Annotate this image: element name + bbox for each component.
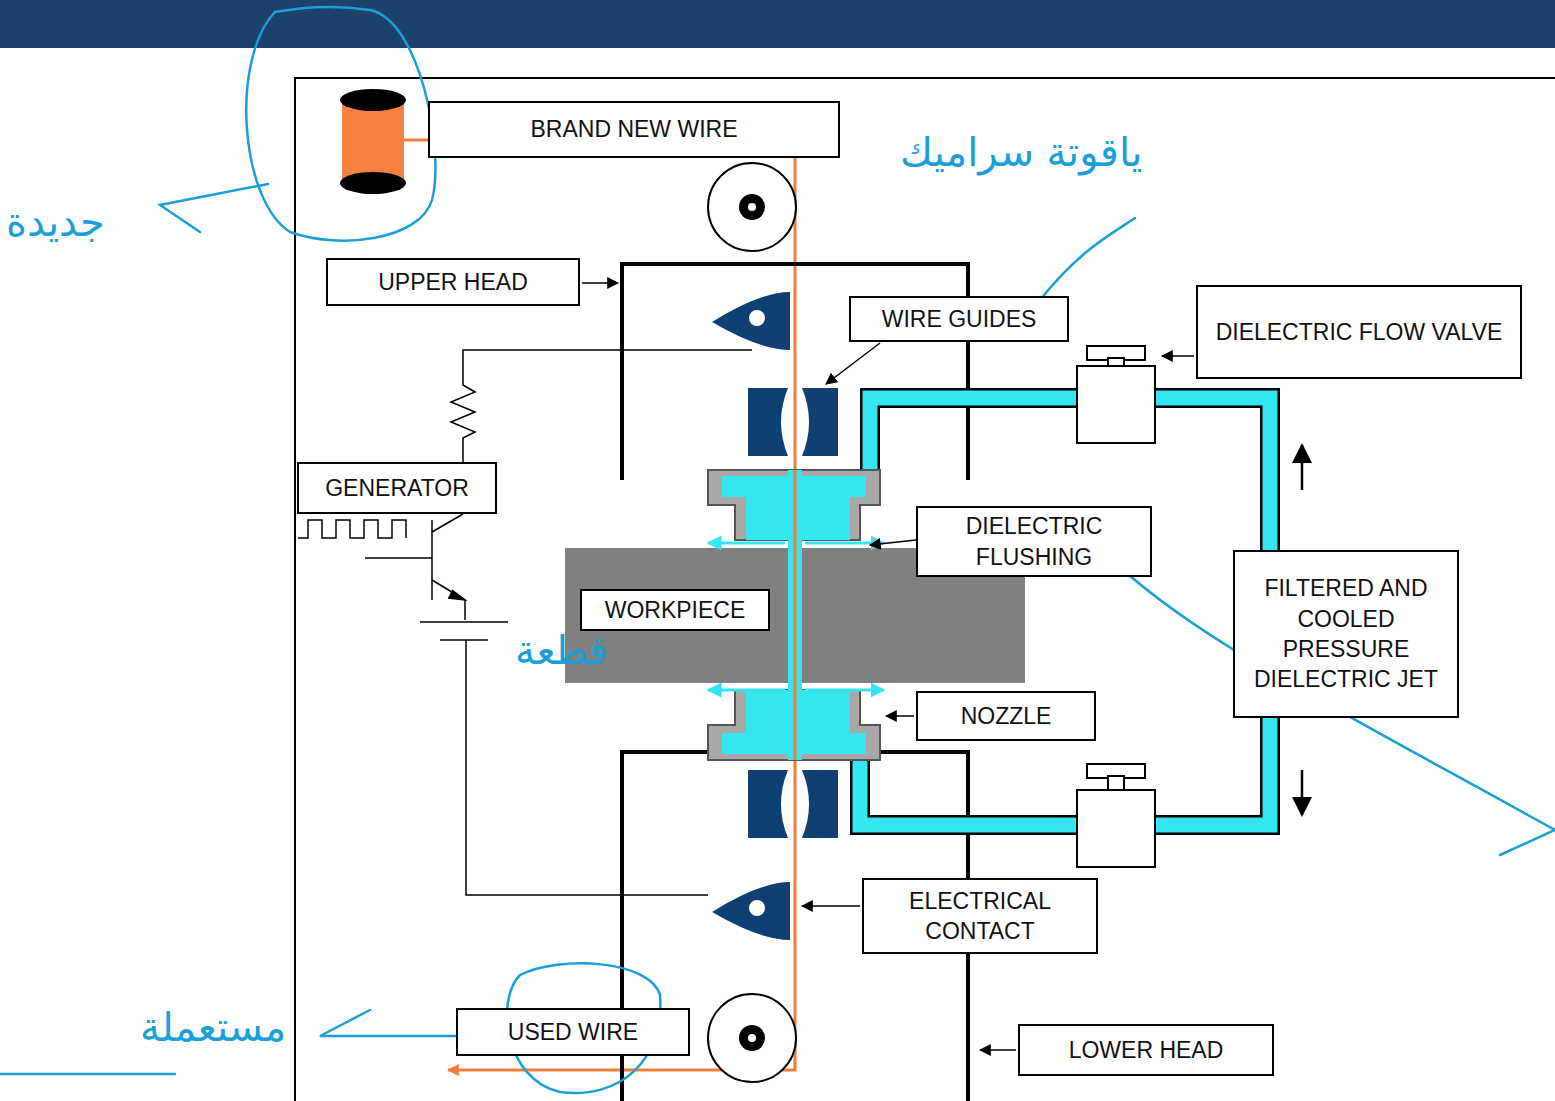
label-box: USED WIRE [456,1008,690,1056]
dielectric-column [788,470,802,760]
part-label: WORKPIECE [597,595,754,625]
part-label: ELECTRICAL CONTACT [864,886,1096,947]
label-box: UPPER HEAD [326,258,580,306]
part-label: NOZZLE [953,701,1060,731]
label-box: DIELECTRIC FLOW VALVE [1196,285,1522,379]
handwritten-note: مستعملة [140,1005,286,1049]
label-box: ELECTRICAL CONTACT [862,878,1098,954]
part-label: FILTERED AND COOLED PRESSURE DIELECTRIC … [1235,573,1457,694]
flow-valve [1077,346,1155,867]
upper-roller [708,163,796,251]
part-label: DIELECTRIC FLUSHING [918,511,1150,572]
wire [794,470,797,760]
part-label: BRAND NEW WIRE [523,114,746,144]
part-label: WIRE GUIDES [874,304,1045,334]
handwritten-note: جديدة [6,200,105,244]
wire-spool [340,89,406,194]
label-box: WORKPIECE [580,589,770,631]
part-label: USED WIRE [500,1017,646,1047]
electrical-contact-upper [712,292,790,350]
label-box: LOWER HEAD [1018,1024,1274,1076]
label-box: GENERATOR [297,462,497,514]
frame [295,78,1555,1101]
handwritten-marks [0,7,1555,1093]
label-box: WIRE GUIDES [849,296,1069,342]
header-bar [0,0,1555,48]
label-box: FILTERED AND COOLED PRESSURE DIELECTRIC … [1233,550,1459,718]
part-label: DIELECTRIC FLOW VALVE [1208,317,1511,347]
handwritten-note: قطعة [515,628,608,672]
part-label: GENERATOR [317,473,477,503]
handwritten-note: ياقوتة سراميك [900,130,1142,174]
lower-roller [708,994,796,1082]
label-box: NOZZLE [916,691,1096,741]
electrical-contact-lower [712,882,790,940]
part-label: UPPER HEAD [370,267,536,297]
label-box: DIELECTRIC FLUSHING [916,506,1152,577]
leader-arrows [582,283,1302,1050]
part-label: LOWER HEAD [1061,1035,1232,1065]
label-box: BRAND NEW WIRE [428,101,840,158]
